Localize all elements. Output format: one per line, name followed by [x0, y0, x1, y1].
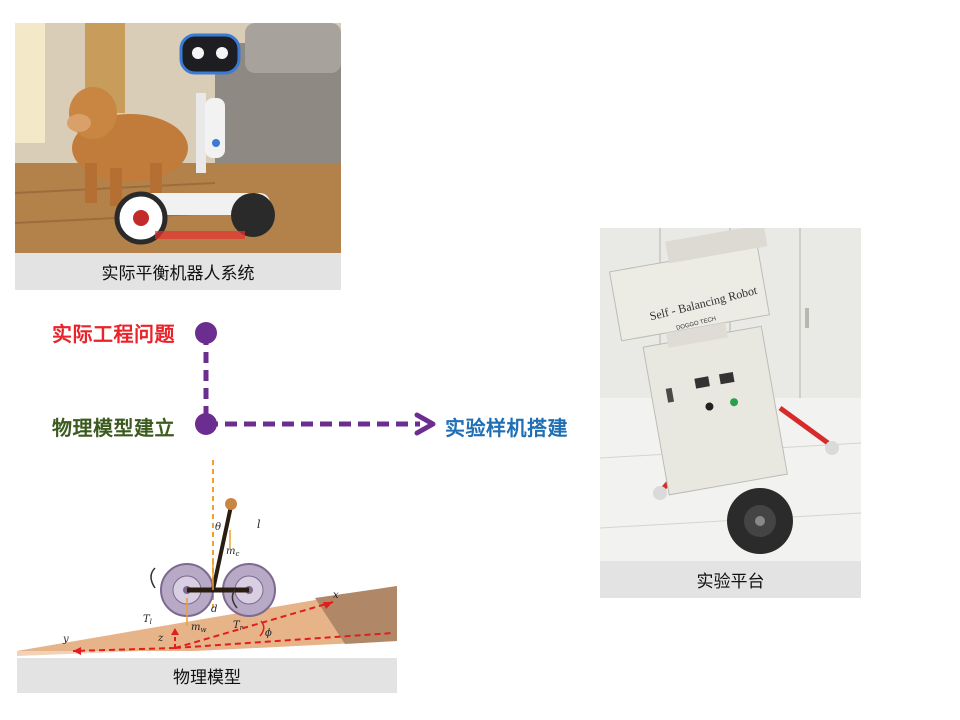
real-system-caption: 实际平衡机器人系统 — [15, 253, 341, 290]
label-distance: d — [211, 604, 217, 615]
real-system-caption-text: 实际平衡机器人系统 — [101, 264, 255, 284]
physical-model-diagram: θ l mc d Tl mw Tr ϕ x y z — [15, 458, 399, 658]
incline-shadow — [315, 586, 397, 644]
model-caption: 物理模型 — [17, 658, 397, 693]
label-axis-x: x — [333, 590, 339, 601]
label-mass-wheel: mw — [191, 622, 206, 634]
label-torque-right: Tr — [233, 620, 244, 632]
label-theta: θ — [215, 522, 221, 533]
model-caption-text: 物理模型 — [173, 668, 241, 688]
label-phi: ϕ — [265, 628, 272, 639]
step-prototype-build: 实验样机搭建 — [445, 416, 568, 440]
real-robot-photo — [15, 23, 341, 253]
platform-caption: 实验平台 — [600, 561, 861, 598]
label-axis-z: z — [157, 633, 164, 644]
node-dot-step2 — [195, 413, 217, 435]
platform-photo: Self - Balancing Robot DOGGO TECH — [600, 228, 861, 561]
arrow-head-icon — [414, 412, 436, 436]
step-physical-model: 物理模型建立 — [52, 416, 175, 440]
node-dot-step1 — [195, 322, 217, 344]
label-mass-body: mc — [226, 546, 239, 558]
platform-caption-text: 实验平台 — [696, 572, 765, 592]
label-length: l — [257, 518, 261, 531]
label-torque-left: Tl — [143, 614, 152, 626]
label-axis-y: y — [62, 634, 69, 645]
step-real-problem: 实际工程问题 — [52, 322, 175, 346]
